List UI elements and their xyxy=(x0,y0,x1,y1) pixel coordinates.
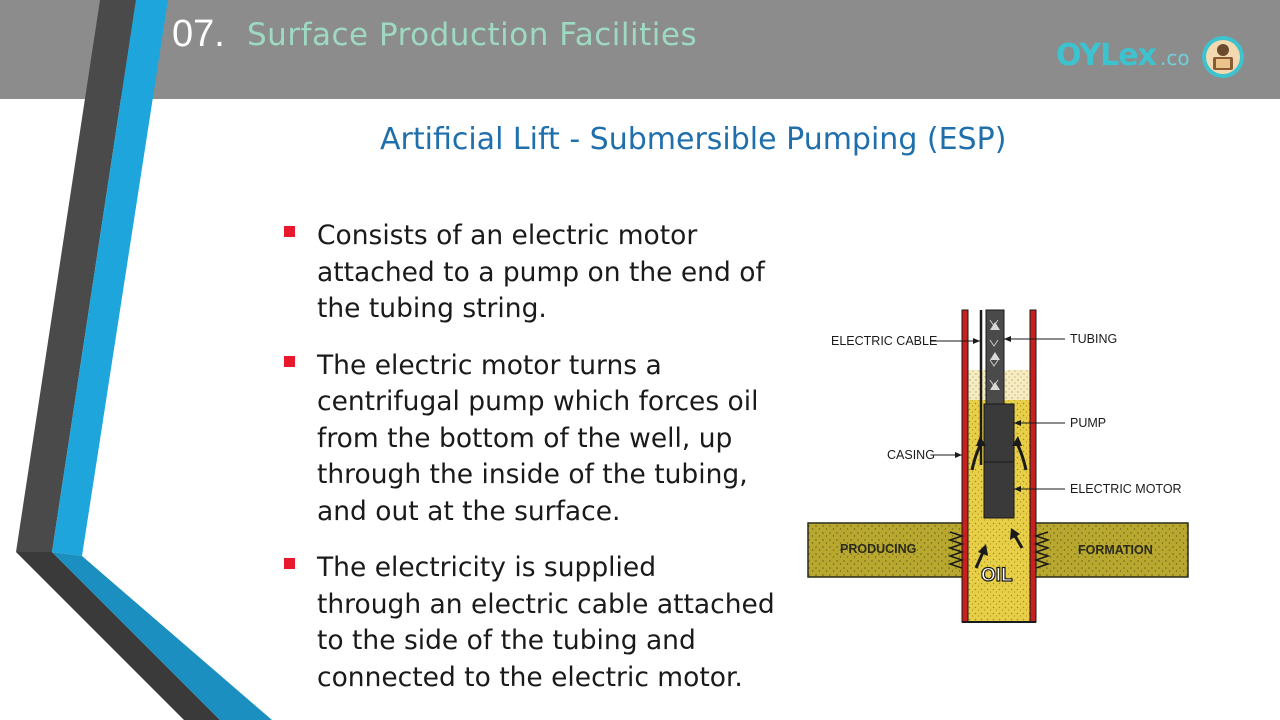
label-casing: CASING xyxy=(887,448,935,462)
bullet-text: The electricity is supplied through an e… xyxy=(317,552,775,693)
leader-arrowhead xyxy=(955,452,962,458)
list-item: The electric motor turns a centrifugal p… xyxy=(282,348,792,531)
bullet-list: Consists of an electric motor attached t… xyxy=(282,218,792,716)
leader-arrowhead xyxy=(1014,420,1021,426)
label-tubing: TUBING xyxy=(1070,332,1117,346)
tubing-up-arrow xyxy=(990,352,1000,360)
section-number: 07. xyxy=(172,13,225,55)
leader-arrowhead xyxy=(1004,336,1011,342)
bullet-square-icon xyxy=(284,558,295,569)
label-pump: PUMP xyxy=(1070,416,1106,430)
tubing-up-arrow xyxy=(990,322,1000,330)
stripe-blue-upper xyxy=(52,0,168,556)
flow-arrowhead xyxy=(1010,528,1020,540)
list-item: The electricity is supplied through an e… xyxy=(282,550,792,696)
slide-title: Artificial Lift - Submersible Pumping (E… xyxy=(380,122,1007,157)
flow-arrowhead xyxy=(978,544,988,556)
label-producing: PRODUCING xyxy=(840,542,916,556)
oylex-logo[interactable]: OYLex .co xyxy=(1056,34,1256,82)
label-electric-motor: ELECTRIC MOTOR xyxy=(1070,482,1182,496)
leader-arrowhead xyxy=(973,338,980,344)
flow-arrowhead xyxy=(976,436,986,446)
casing-right-wall xyxy=(1029,309,1037,623)
logo-suffix: .co xyxy=(1160,46,1190,70)
stripe-dark-upper xyxy=(16,0,136,552)
label-formation: FORMATION xyxy=(1078,543,1153,557)
header-bar xyxy=(0,0,1280,99)
pump xyxy=(983,403,1015,463)
logo-wordmark: OYLex xyxy=(1056,38,1157,73)
tubing-up-arrow xyxy=(990,382,1000,390)
bullet-square-icon xyxy=(284,355,295,367)
decorative-stripes xyxy=(16,0,272,720)
perforations-right xyxy=(1033,531,1051,569)
bullet-square-icon xyxy=(284,226,295,237)
label-oil: OIL xyxy=(981,565,1013,586)
stripe-dark-lower xyxy=(16,552,220,720)
bullet-text: Consists of an electric motor attached t… xyxy=(317,220,765,324)
bullet-text: The electric motor turns a centrifugal p… xyxy=(317,349,759,527)
electric-motor xyxy=(983,461,1015,519)
section-title: Surface Production Facilities xyxy=(247,17,698,53)
logo-reader-icon xyxy=(1202,36,1244,78)
label-electric-cable: ELECTRIC CABLE xyxy=(831,334,937,348)
stripe-blue-lower xyxy=(52,552,272,720)
leader-arrowhead xyxy=(1014,486,1021,492)
casing-left-wall xyxy=(961,309,969,623)
list-item: Consists of an electric motor attached t… xyxy=(282,218,792,328)
esp-well-diagram: ELECTRIC CABLE TUBING PUMP CASING ELECTR… xyxy=(807,309,1189,623)
perforations-left xyxy=(947,531,965,569)
flow-arrowhead xyxy=(1012,436,1022,446)
